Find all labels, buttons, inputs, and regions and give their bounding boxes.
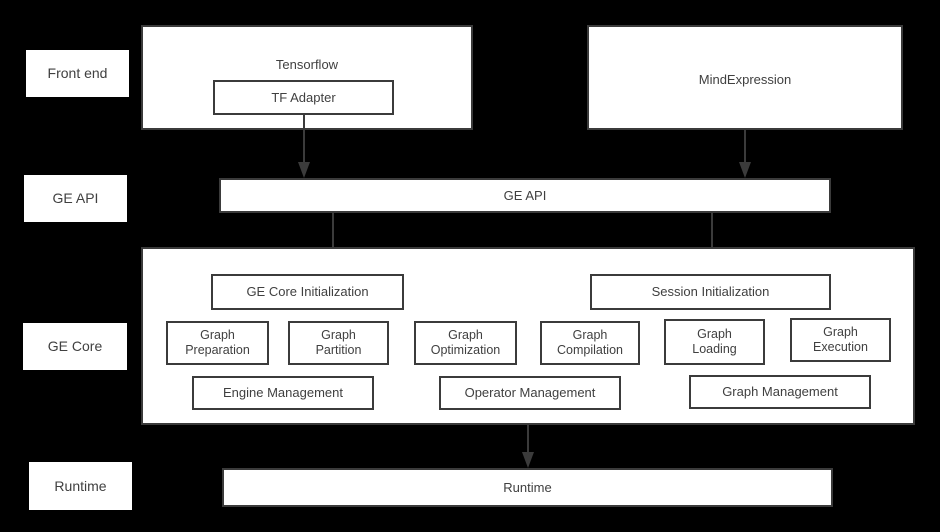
connector-tf-adapter-to-ge-api — [296, 114, 312, 180]
session-initialization-label: Session Initialization — [651, 284, 770, 300]
tensorflow-title: Tensorflow — [275, 57, 339, 72]
graph-loading-label: Graph Loading — [692, 327, 737, 356]
engine-management-label: Engine Management — [223, 385, 343, 401]
graph-optimization-box[interactable]: Graph Optimization — [414, 321, 517, 365]
runtime-bar-label: Runtime — [503, 479, 552, 495]
graph-execution-box[interactable]: Graph Execution — [790, 318, 891, 362]
layer-label-runtime: Runtime — [29, 462, 132, 510]
connector-ge-core-to-runtime — [520, 425, 536, 470]
ge-core-initialization-label: GE Core Initialization — [246, 284, 369, 300]
engine-management-box[interactable]: Engine Management — [192, 376, 374, 410]
graph-compilation-box[interactable]: Graph Compilation — [540, 321, 640, 365]
ge-api-bar[interactable]: GE API — [219, 178, 831, 213]
graph-loading-box[interactable]: Graph Loading — [664, 319, 765, 365]
graph-preparation-label: Graph Preparation — [185, 328, 250, 357]
mindexpression-container: MindExpression — [587, 25, 903, 130]
graph-management-box[interactable]: Graph Management — [689, 375, 871, 409]
layer-label-runtime-text: Runtime — [54, 477, 107, 494]
operator-management-box[interactable]: Operator Management — [439, 376, 621, 410]
layer-label-ge-api-text: GE API — [52, 190, 99, 207]
runtime-bar[interactable]: Runtime — [222, 468, 833, 507]
tf-adapter-label: TF Adapter — [271, 89, 336, 105]
connector-mindexpression-to-ge-api — [737, 130, 753, 180]
operator-management-label: Operator Management — [464, 385, 596, 401]
tf-adapter-box[interactable]: TF Adapter — [213, 80, 394, 115]
layer-label-front-end-text: Front end — [47, 65, 108, 82]
graph-execution-label: Graph Execution — [813, 325, 868, 354]
graph-optimization-label: Graph Optimization — [430, 328, 501, 357]
graph-partition-label: Graph Partition — [315, 328, 362, 357]
layer-label-front-end: Front end — [26, 50, 129, 97]
ge-api-bar-label: GE API — [503, 187, 547, 203]
layer-label-ge-core: GE Core — [23, 323, 127, 370]
graph-partition-box[interactable]: Graph Partition — [288, 321, 389, 365]
session-initialization-box[interactable]: Session Initialization — [590, 274, 831, 310]
graph-compilation-label: Graph Compilation — [556, 328, 623, 357]
mindexpression-title: MindExpression — [698, 72, 792, 87]
layer-label-ge-api: GE API — [24, 175, 127, 222]
ge-core-initialization-box[interactable]: GE Core Initialization — [211, 274, 404, 310]
graph-management-label: Graph Management — [722, 384, 838, 400]
layer-label-ge-core-text: GE Core — [47, 338, 103, 355]
graph-preparation-box[interactable]: Graph Preparation — [166, 321, 269, 365]
